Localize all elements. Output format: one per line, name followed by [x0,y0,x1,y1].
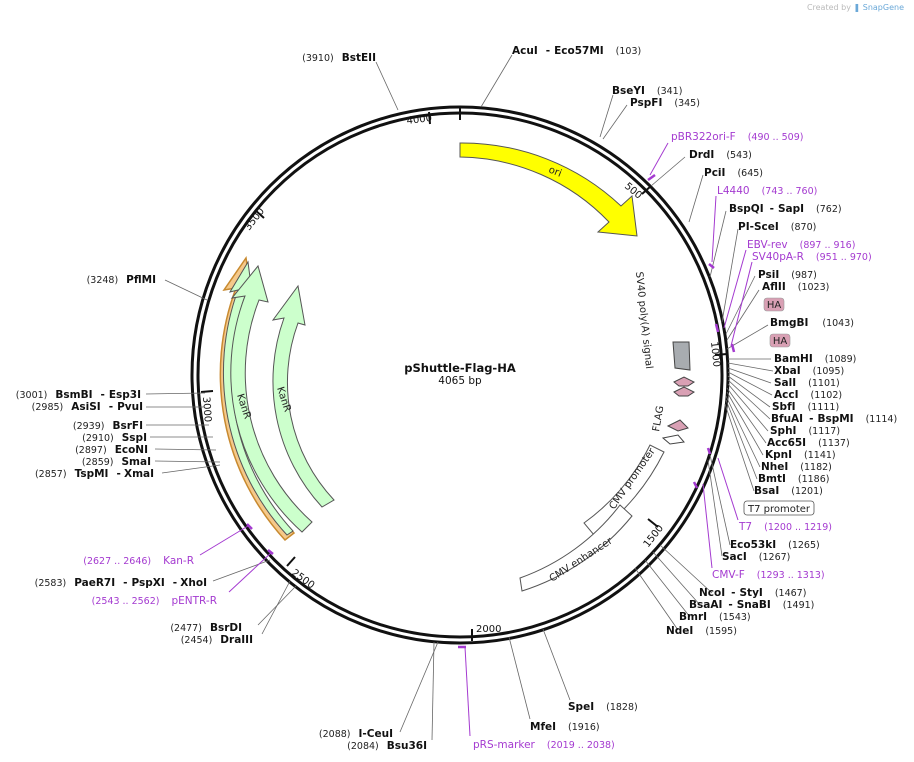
primer-markers [246,173,736,649]
site-bfuai[interactable]: BfuAI-BspMI(1114) [771,413,897,425]
t7-promoter-label: T7 promoter [747,504,811,515]
site-eco53ki[interactable]: Eco53kI(1265) [730,539,820,551]
site-ndei[interactable]: NdeI(1595) [666,625,737,637]
site-bspqi[interactable]: BspQI-SapI(762) [729,203,842,215]
site-spei[interactable]: SpeI(1828) [568,701,638,713]
site-label-group: AcuI-Eco57MI(103) BseYI(341) PspFI(345) … [512,45,897,733]
cmv-enhancer-label: CMV enhancer [548,535,616,584]
flag-arrow[interactable] [666,419,689,432]
primer-pbr322ori-f[interactable]: pBR322ori-F(490 .. 509) [671,131,803,143]
site-pi-scei[interactable]: PI-SceI(870) [738,221,816,233]
site-xbai[interactable]: XbaI(1095) [774,365,844,377]
site-bsteii[interactable]: (3910)BstEII [302,52,376,64]
site-saci[interactable]: SacI(1267) [722,551,790,563]
plasmid-size: 4065 bp [438,375,482,387]
ha-arrow-2[interactable] [673,386,695,397]
tick-label-3000: 3000 [200,396,213,422]
site-pflmi[interactable]: (3248)PflMI [87,274,156,286]
site-paer7i[interactable]: (2583)PaeR7I-PspXI-XhoI [35,577,207,589]
site-bamhi[interactable]: BamHI(1089) [774,353,856,365]
ha-arrow-1[interactable] [673,376,695,387]
site-acci[interactable]: AccI(1102) [774,389,842,401]
site-asisi[interactable]: (2985)AsiSI-PvuI [32,401,143,413]
cmv-promoter-label: CMV promoter [607,446,658,512]
site-econi[interactable]: (2897)EcoNI [75,444,148,456]
site-smai[interactable]: (2859)SmaI [82,456,151,468]
site-bmgbi[interactable]: BmgBI(1043) [770,317,854,329]
tick-label-2000: 2000 [476,624,501,635]
site-aflii[interactable]: AflII(1023) [762,281,829,293]
cmv-enhancer-arrow[interactable] [519,504,633,592]
primer-t7[interactable]: T7(1200 .. 1219) [738,521,832,533]
ori-feature-arrow[interactable] [459,142,638,237]
snapgene-logo-icon: ❚ [853,3,861,12]
site-pcii[interactable]: PciI(645) [704,167,763,179]
kanr-arrow-2[interactable] [230,264,313,533]
site-label-group-left: (2088)I-CeuI (2084)Bsu36I (2477)BsrDI (2… [16,52,427,752]
site-bseyi[interactable]: BseYI(341) [612,85,682,97]
t7-promoter-arrow[interactable] [661,434,685,445]
primer-pentr-r[interactable]: (2543 .. 2562)pENTR-R [92,595,217,607]
ori-label: ori [547,165,563,180]
site-bsmbi[interactable]: (3001)BsmBI-Esp3I [16,389,141,401]
site-sali[interactable]: SalI(1101) [774,377,840,389]
site-draiii[interactable]: (2454)DraIII [181,634,253,646]
site-sbfi[interactable]: SbfI(1111) [772,401,839,413]
tick-marks [200,107,728,641]
site-bsaai[interactable]: BsaAI-SnaBI(1491) [689,599,814,611]
site-drdi[interactable]: DrdI(543) [689,149,752,161]
primer-prs-marker[interactable]: pRS-marker(2019 .. 2038) [473,739,615,751]
site-acui[interactable]: AcuI-Eco57MI(103) [512,45,641,57]
primer-label-group: pBR322ori-F(490 .. 509) L4440(743 .. 760… [83,131,871,751]
tick-label-1000: 1000 [708,341,722,367]
site-bmri[interactable]: BmrI(1543) [679,611,751,623]
site-bmti[interactable]: BmtI(1186) [758,473,829,485]
primer-sv40pa-r[interactable]: SV40pA-R(951 .. 970) [752,251,872,263]
tick-label-3500: 3500 [243,206,267,233]
site-tspmi[interactable]: (2857)TspMI-XmaI [35,468,154,480]
primer-ebv-rev[interactable]: EBV-rev(897 .. 916) [747,239,855,251]
site-ncoi[interactable]: NcoI-StyI(1467) [699,587,806,599]
site-bsu36i[interactable]: (2084)Bsu36I [347,740,427,752]
primer-l4440[interactable]: L4440(743 .. 760) [717,185,817,197]
ha-box-1[interactable] [763,297,785,312]
site-nhei[interactable]: NheI(1182) [761,461,832,473]
tick-label-2500: 2500 [289,568,316,592]
site-bsrfi[interactable]: (2939)BsrFI [73,420,143,432]
plasmid-name: pShuttle-Flag-HA [404,361,516,375]
site-pspfi[interactable]: PspFI(345) [630,97,700,109]
site-mfei[interactable]: MfeI(1916) [530,721,600,733]
tick-label-1500: 1500 [642,523,666,550]
site-psii[interactable]: PsiI(987) [758,269,817,281]
site-i-ceui[interactable]: (2088)I-CeuI [319,728,393,740]
ha-box-2[interactable] [769,333,791,348]
primer-kan-r[interactable]: (2627 .. 2646)Kan-R [83,555,194,567]
site-bsrdi[interactable]: (2477)BsrDI [170,622,242,634]
cmv-promoter-arrow[interactable] [583,444,665,536]
site-kpni[interactable]: KpnI(1141) [765,449,836,461]
tick-label-4000: 4000 [406,113,433,127]
primer-cmv-f[interactable]: CMV-F(1293 .. 1313) [712,569,825,581]
credit-prefix: Created by [806,3,851,12]
site-sphi[interactable]: SphI(1117) [770,425,840,437]
site-leader-lines [145,54,774,741]
snapgene-credit: Created by ❚ SnapGene [807,3,904,12]
ha-label-2: HA [773,336,788,347]
credit-brand: SnapGene [862,3,904,12]
primer-leader-lines [199,142,753,737]
flag-label: FLAG [651,405,666,432]
sv40-polya-feature[interactable] [672,341,691,371]
t7-promoter-box[interactable] [743,500,815,516]
site-acc65i[interactable]: Acc65I(1137) [767,437,850,449]
sv40-polya-label: SV40 poly(A) signal [633,271,654,369]
ha-label-1: HA [767,300,782,311]
site-sspi[interactable]: (2910)SspI [82,432,147,444]
kanr-arrow-3[interactable] [271,284,335,508]
site-bsai[interactable]: BsaI(1201) [754,485,823,497]
